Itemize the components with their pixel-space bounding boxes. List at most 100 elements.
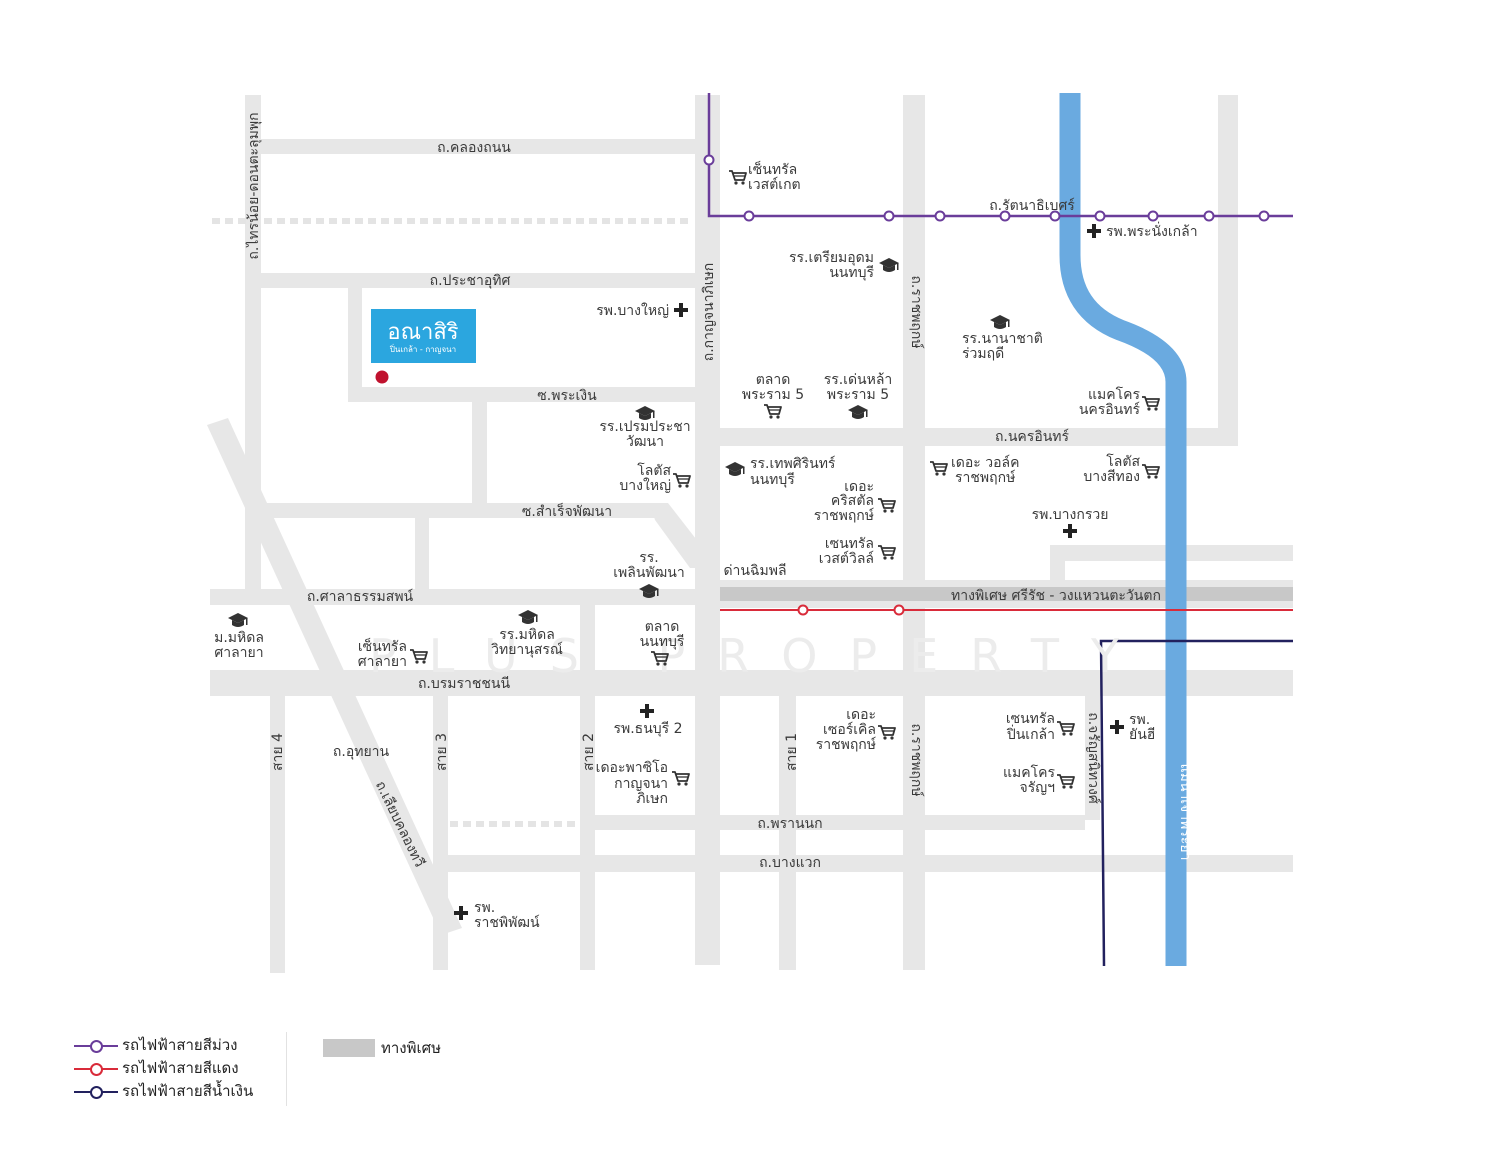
hospital-icon	[1087, 224, 1101, 238]
expressway-bar	[720, 587, 1293, 601]
svg-text:เดอะพาซิโอกาญจนาภิเษก: เดอะพาซิโอกาญจนาภิเษก	[596, 759, 668, 807]
project-box[interactable]	[371, 309, 476, 363]
svg-text:รร.นานาชาติร่วมฤดี: รร.นานาชาติร่วมฤดี	[962, 331, 1043, 362]
place-rajaphiphat-hospital[interactable]: รพ.ราชพิพัฒน์	[454, 900, 540, 931]
place-lotus-bang-si-thong[interactable]: โลตัสบางสีทอง	[1083, 453, 1160, 485]
place-line: แมคโคร	[1088, 386, 1141, 403]
shopping-cart-icon	[877, 545, 896, 561]
road-label-sala-thammasop: ถ.ศาลาธรรมสพน์	[307, 588, 414, 605]
place-line: ราชพฤกษ์	[814, 507, 875, 524]
place-central-pinklao[interactable]: เซนทรัลปิ่นเกล้า	[1006, 711, 1075, 743]
place-line: เวสต์วิลล์	[819, 550, 874, 567]
school-icon	[725, 462, 745, 476]
place-thep-sirin[interactable]: รร.เทพศิรินทร์นนทบุรี	[725, 455, 836, 488]
place-phra-nang-klao-hospital[interactable]: รพ.พระนั่งเกล้า	[1087, 222, 1198, 240]
place-line: เดอะ	[844, 479, 874, 495]
road-label-sainoi: ถ.ไทรน้อย-ดอนตะลุมพุก	[245, 112, 262, 259]
place-the-crystal[interactable]: เดอะคริสตัลราชพฤกษ์	[814, 479, 896, 524]
place-the-circle[interactable]: เดอะเซอร์เคิลราชพฤกษ์	[816, 707, 896, 753]
place-triam-udom[interactable]: รร.เตรียมอุดมนนทบุรี	[789, 250, 899, 281]
place-mahidol-salaya[interactable]: ม.มหิดลศาลายา	[214, 613, 264, 661]
place-market-rama5[interactable]: ตลาดพระราม 5	[742, 372, 804, 420]
svg-text:เซ็นทรัลเวสต์เกต: เซ็นทรัลเวสต์เกต	[748, 160, 801, 193]
place-line: รร.เด่นหล้า	[824, 372, 893, 388]
road-label-bang-waek: ถ.บางแวก	[759, 855, 821, 871]
place-line: รพ.	[1129, 712, 1150, 728]
road-label-sai3: สาย 3	[434, 733, 450, 771]
place-line: ศาลายา	[214, 645, 263, 661]
place-line: รพ.พระนั่งเกล้า	[1106, 222, 1198, 240]
place-school-rama5[interactable]: รร.เด่นหล้าพระราม 5	[824, 372, 893, 419]
chao-phraya-river	[1059, 93, 1187, 966]
place-line: โลตัส	[1106, 453, 1140, 470]
svg-text:เดอะเซอร์เคิลราชพฤกษ์: เดอะเซอร์เคิลราชพฤกษ์	[816, 707, 877, 753]
place-the-walk[interactable]: เดอะ วอล์คราชพฤกษ์	[929, 454, 1019, 486]
road-label-pracha-uthit: ถ.ประชาอุทิศ	[430, 273, 511, 289]
legend-label: ทางพิเศษ	[381, 1039, 442, 1057]
place-prem-pracha[interactable]: รร.เปรมประชาวัฒนา	[599, 406, 691, 450]
svg-text:แมคโครจรัญฯ: แมคโครจรัญฯ	[1003, 764, 1056, 796]
school-icon	[990, 315, 1010, 329]
place-yanhee-hospital[interactable]: รพ.ยันฮี	[1110, 712, 1155, 743]
project-subtitle: ปิ่นเกล้า - กาญจนา	[389, 343, 456, 354]
road-label-kanchanaphisek: ถ.กาญจนาภิเษก	[701, 263, 717, 362]
place-thonburi2-hospital[interactable]: รพ.ธนบุรี 2	[613, 704, 683, 737]
place-line: รร.เปรมประชา	[599, 419, 690, 435]
road-label-khlong-thanon: ถ.คลองถนน	[437, 140, 511, 156]
place-line: แมคโคร	[1003, 764, 1056, 781]
place-line: เซอร์เคิล	[823, 721, 876, 738]
blue-line	[1099, 639, 1293, 967]
place-international-school[interactable]: รร.นานาชาติร่วมฤดี	[962, 315, 1043, 362]
road-label-samret: ซ.สำเร็จพัฒนา	[522, 502, 612, 520]
shopping-cart-icon	[1141, 464, 1160, 480]
red-line-stations	[797, 604, 905, 616]
station-icon	[90, 1040, 103, 1053]
place-line: นนทบุรี	[829, 265, 874, 281]
place-bang-kruai-hospital[interactable]: รพ.บางกรวย	[1032, 507, 1109, 538]
legend-blue-line: รถไฟฟ้าสายสีน้ำเงิน	[74, 1080, 253, 1103]
place-makro-nakhon-in[interactable]: แมคโครนครอินทร์	[1079, 386, 1160, 418]
place-line: ราชพิพัฒน์	[474, 914, 540, 931]
place-central-westgate[interactable]: เซ็นทรัลเวสต์เกต	[728, 160, 801, 193]
svg-text:ม.มหิดลศาลายา: ม.มหิดลศาลายา	[214, 630, 264, 661]
place-line: ตลาด	[645, 619, 680, 635]
place-phloen-phatthana[interactable]: รร.เพลินพัฒนา	[613, 550, 685, 598]
place-market-nonthaburi[interactable]: ตลาดนนทบุรี	[640, 619, 685, 667]
shopping-cart-icon	[1056, 774, 1075, 790]
place-central-salaya[interactable]: เซ็นทรัลศาลายา	[358, 637, 428, 670]
place-line: รพ.ธนบุรี 2	[613, 721, 682, 737]
place-line: เซ็นทรัล	[748, 160, 797, 178]
legend-divider	[286, 1032, 287, 1106]
school-icon	[228, 613, 248, 627]
place-line: เดอะ วอล์ค	[951, 454, 1019, 471]
legend-label: รถไฟฟ้าสายสีน้ำเงิน	[122, 1082, 254, 1100]
place-lotus-bang-yai[interactable]: โลตัสบางใหญ่	[619, 462, 691, 494]
place-line: เดอะพาซิโอ	[596, 759, 668, 776]
place-line: รพ.บางใหญ่	[596, 302, 669, 319]
svg-text:เซนทรัลเวสต์วิลล์: เซนทรัลเวสต์วิลล์	[819, 536, 874, 567]
school-icon	[848, 405, 868, 419]
place-mahidol-wittayanusorn[interactable]: รร.มหิดลวิทยานุสรณ์	[491, 610, 563, 658]
place-line: นนทบุรี	[750, 472, 795, 488]
place-central-westville[interactable]: เซนทรัลเวสต์วิลล์	[819, 536, 896, 567]
place-makro-charan[interactable]: แมคโครจรัญฯ	[1003, 764, 1075, 796]
legend-label: รถไฟฟ้าสายสีแดง	[122, 1059, 239, 1077]
place-line: ม.มหิดล	[214, 630, 264, 646]
road-label-toll: ด่านฉิมพลี	[723, 563, 786, 579]
hospital-icon	[640, 704, 654, 718]
shopping-cart-icon	[929, 461, 948, 477]
place-line: วัฒนา	[626, 434, 664, 450]
svg-text:รร.เตรียมอุดมนนทบุรี: รร.เตรียมอุดมนนทบุรี	[789, 250, 875, 281]
shopping-cart-icon	[1056, 721, 1075, 737]
project-pin[interactable]	[375, 370, 389, 384]
svg-text:เซนทรัลปิ่นเกล้า: เซนทรัลปิ่นเกล้า	[1006, 711, 1055, 743]
place-the-paseo[interactable]: เดอะพาซิโอกาญจนาภิเษก	[596, 759, 690, 807]
place-bang-yai-hospital[interactable]: รพ.บางใหญ่	[596, 302, 688, 319]
legend-purple-line: รถไฟฟ้าสายสีม่วง	[74, 1034, 253, 1057]
shopping-cart-icon	[1141, 396, 1160, 412]
svg-text:ตลาดพระราม 5: ตลาดพระราม 5	[742, 372, 804, 403]
road-labels: ถ.คลองถนน ถ.ประชาอุทิศ ซ.พระเงิน ซ.สำเร็…	[245, 112, 1196, 871]
hospital-icon	[674, 303, 688, 317]
place-line: ยันฮี	[1129, 727, 1155, 743]
